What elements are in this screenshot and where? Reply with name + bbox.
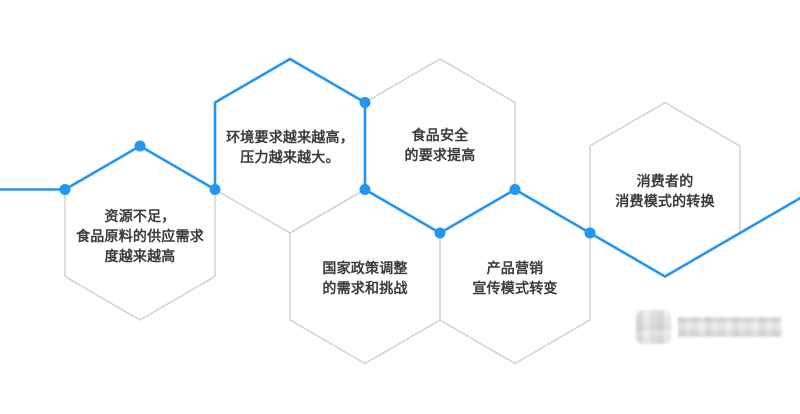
node-dot-7 bbox=[509, 184, 521, 195]
hexagon-marketing bbox=[439, 188, 591, 365]
hexagon-consumer bbox=[589, 101, 741, 278]
watermark bbox=[634, 307, 784, 347]
node-dot-6 bbox=[434, 227, 446, 239]
hexagon-resources bbox=[64, 145, 216, 321]
node-dot-8 bbox=[584, 227, 596, 239]
hexagon-environment bbox=[214, 58, 366, 234]
watermark-text-mosaic bbox=[678, 317, 782, 337]
node-dot-2 bbox=[134, 140, 146, 152]
hexagon-food-safety bbox=[364, 58, 516, 234]
trend-line-nodes bbox=[59, 97, 596, 239]
node-dot-4 bbox=[359, 97, 371, 108]
watermark-logo-mosaic bbox=[636, 310, 671, 344]
hexagon-policy bbox=[289, 188, 441, 365]
node-dot-3 bbox=[209, 184, 221, 195]
trend-line bbox=[0, 57, 800, 278]
node-dot-1 bbox=[59, 184, 71, 195]
node-dot-5 bbox=[359, 184, 371, 195]
